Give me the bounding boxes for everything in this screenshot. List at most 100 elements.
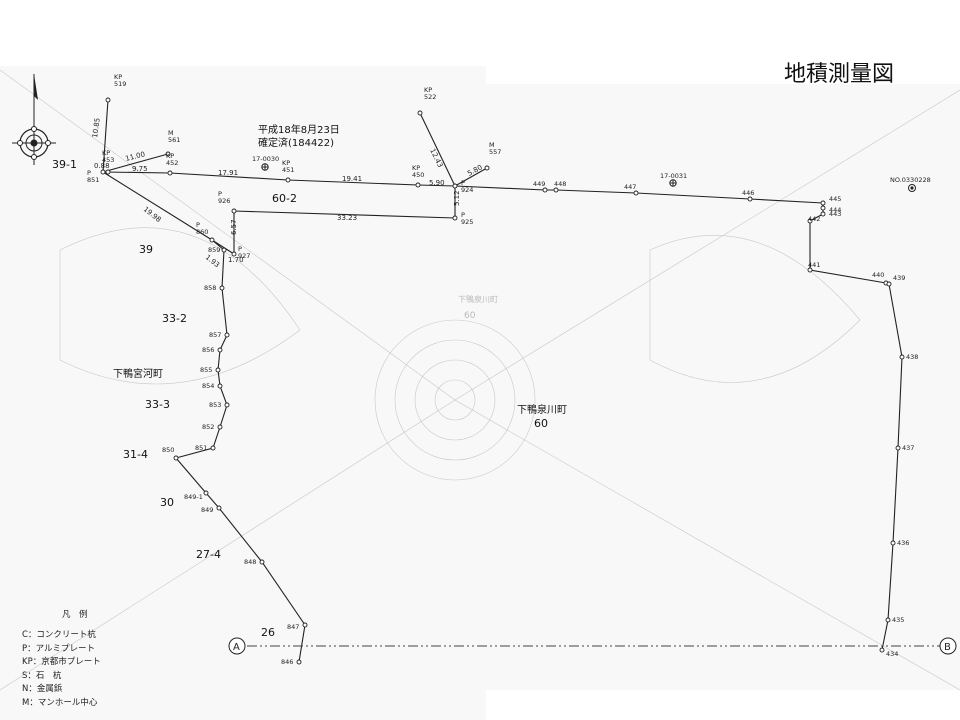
survey-point-marker xyxy=(167,170,173,176)
survey-point-marker xyxy=(553,187,559,193)
confirmation-status: 確定済(184422) xyxy=(258,136,334,149)
survey-point-label: 853 xyxy=(209,401,221,409)
survey-point-marker xyxy=(820,205,826,211)
point-id: 925 xyxy=(461,218,473,226)
survey-point-marker xyxy=(879,647,885,653)
survey-point-marker xyxy=(231,208,237,214)
survey-point-label: 855 xyxy=(200,366,212,374)
point-prefix: P xyxy=(461,179,465,187)
survey-point-marker xyxy=(221,247,227,253)
survey-point-label: 446 xyxy=(742,189,754,197)
point-id: 522 xyxy=(424,93,436,101)
survey-point-marker xyxy=(173,455,179,461)
point-id: 926 xyxy=(218,197,230,205)
survey-point-label: 849 xyxy=(201,506,213,514)
survey-point-label: 449 xyxy=(533,180,545,188)
point-id: 852 xyxy=(202,423,214,431)
survey-point-label: 436 xyxy=(897,539,909,547)
distance-label: 17.91 xyxy=(218,169,238,177)
survey-point-marker xyxy=(890,540,896,546)
background-pattern xyxy=(0,69,960,691)
survey-point-label: 442 xyxy=(808,215,820,223)
survey-point-label: 847 xyxy=(287,623,299,631)
survey-point-marker xyxy=(296,659,302,665)
parcel-number: 33-3 xyxy=(145,398,170,411)
point-id: 849 xyxy=(201,506,213,514)
paper-sheet-left xyxy=(0,66,486,720)
point-prefix: P xyxy=(238,245,242,253)
survey-point-label: 846 xyxy=(281,658,293,666)
ref-point-label: 17-0030 xyxy=(252,155,279,163)
survey-point-marker xyxy=(224,402,230,408)
survey-point-label: 854 xyxy=(202,382,214,390)
parcel-number: 30 xyxy=(160,496,174,509)
survey-point-marker xyxy=(633,190,639,196)
survey-point-marker xyxy=(820,211,826,217)
distance-label: 9.75 xyxy=(132,165,148,173)
paper-sheet-right xyxy=(486,84,960,690)
survey-point-marker xyxy=(217,383,223,389)
distance-label: 33.23 xyxy=(337,214,357,222)
survey-point-marker xyxy=(807,267,813,273)
point-id: 850 xyxy=(162,446,174,454)
survey-point-marker xyxy=(885,617,891,623)
survey-point-label: 444 xyxy=(829,206,841,214)
legend-item: M：マンホール中心 xyxy=(22,697,98,708)
legend-item: N：金属鋲 xyxy=(22,683,63,694)
town-name: 下鴨泉川町 xyxy=(517,403,567,416)
point-prefix: P xyxy=(87,169,91,177)
point-id: 561 xyxy=(168,136,180,144)
distance-label: 6.57 xyxy=(230,219,238,235)
point-id: 446 xyxy=(742,189,754,197)
survey-point-label: 434 xyxy=(886,650,898,658)
point-id: 449 xyxy=(533,180,545,188)
watermark-parcel: 60 xyxy=(464,311,476,321)
point-id: 443 xyxy=(829,210,841,218)
point-id: 854 xyxy=(202,382,214,390)
distance-label: 19.41 xyxy=(342,175,362,183)
point-id: 853 xyxy=(209,401,221,409)
point-prefix: KP xyxy=(412,164,420,172)
survey-point-marker xyxy=(203,490,209,496)
ref-point-label: NO.0330228 xyxy=(890,176,931,184)
point-id: 437 xyxy=(902,444,914,452)
survey-point-label: 852 xyxy=(202,423,214,431)
survey-point-marker xyxy=(259,559,265,565)
paper-blank-corner xyxy=(486,690,926,720)
point-id: 451 xyxy=(282,166,294,174)
legend-item: KP：京都市プレート xyxy=(22,656,101,667)
survey-points xyxy=(100,97,905,665)
survey-point-label: 437 xyxy=(902,444,914,452)
survey-point-marker xyxy=(217,347,223,353)
survey-point-label: 438 xyxy=(906,353,918,361)
point-prefix: P xyxy=(196,221,200,229)
ref-point-label: 17-0031 xyxy=(660,172,687,180)
point-id: 927 xyxy=(238,252,250,260)
parcel-number: 26 xyxy=(261,626,275,639)
point-id: 848 xyxy=(244,558,256,566)
survey-point-marker xyxy=(105,97,111,103)
point-id: 448 xyxy=(554,180,566,188)
point-id: 846 xyxy=(281,658,293,666)
survey-point-label: 443 xyxy=(829,210,841,218)
point-prefix: P xyxy=(461,211,465,219)
survey-point-marker xyxy=(219,285,225,291)
legend: 凡 例 C：コンクリート杭 P：アルミプレート KP：京都市プレート S：石 杭… xyxy=(22,609,101,708)
survey-point-marker xyxy=(820,200,826,206)
survey-point-marker xyxy=(417,110,423,116)
survey-point-marker xyxy=(747,196,753,202)
town-name: 下鴨宮河町 xyxy=(113,367,163,380)
survey-point-label: 857 xyxy=(209,331,221,339)
survey-point-label: 447 xyxy=(624,183,636,191)
point-id: 857 xyxy=(209,331,221,339)
survey-point-marker xyxy=(807,218,813,224)
point-id: 847 xyxy=(287,623,299,631)
legend-item: P：アルミプレート xyxy=(22,644,95,654)
survey-point-marker xyxy=(886,281,892,287)
